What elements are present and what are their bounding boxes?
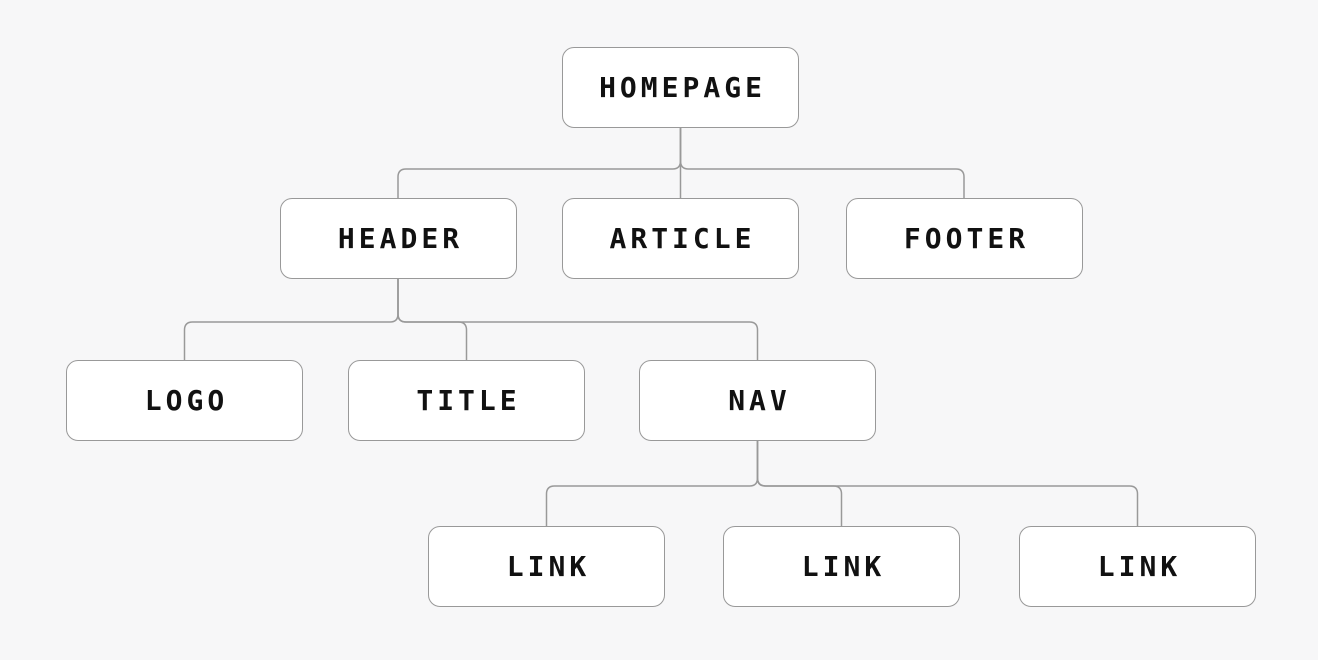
tree-node-footer: FOOTER	[846, 198, 1083, 279]
node-label-link-3: LINK	[1097, 550, 1182, 583]
node-label-logo: LOGO	[144, 384, 229, 417]
tree-node-homepage: HOMEPAGE	[562, 47, 799, 128]
node-label-footer: FOOTER	[903, 222, 1030, 255]
connector-homepage-footer	[679, 128, 965, 198]
tree-node-title: TITLE	[348, 360, 585, 441]
node-label-nav: NAV	[728, 384, 791, 417]
tree-node-link-2: LINK	[723, 526, 960, 607]
connector-nav-link-3	[756, 441, 1139, 526]
node-label-title: TITLE	[416, 384, 521, 417]
node-label-article: ARTICLE	[609, 222, 756, 255]
tree-node-header: HEADER	[280, 198, 517, 279]
tree-node-link-1: LINK	[428, 526, 665, 607]
connector-nav-link-2	[756, 441, 843, 526]
node-label-link-2: LINK	[801, 550, 886, 583]
connector-header-logo	[183, 279, 399, 360]
connector-header-nav	[397, 279, 759, 360]
connector-nav-link-1	[545, 441, 759, 526]
tree-node-article: ARTICLE	[562, 198, 799, 279]
node-label-homepage: HOMEPAGE	[599, 71, 766, 104]
tree-node-logo: LOGO	[66, 360, 303, 441]
node-label-link-1: LINK	[506, 550, 591, 583]
connector-header-title	[397, 279, 468, 360]
connector-homepage-header	[397, 128, 682, 198]
tree-node-link-3: LINK	[1019, 526, 1256, 607]
tree-node-nav: NAV	[639, 360, 876, 441]
node-label-header: HEADER	[337, 222, 464, 255]
